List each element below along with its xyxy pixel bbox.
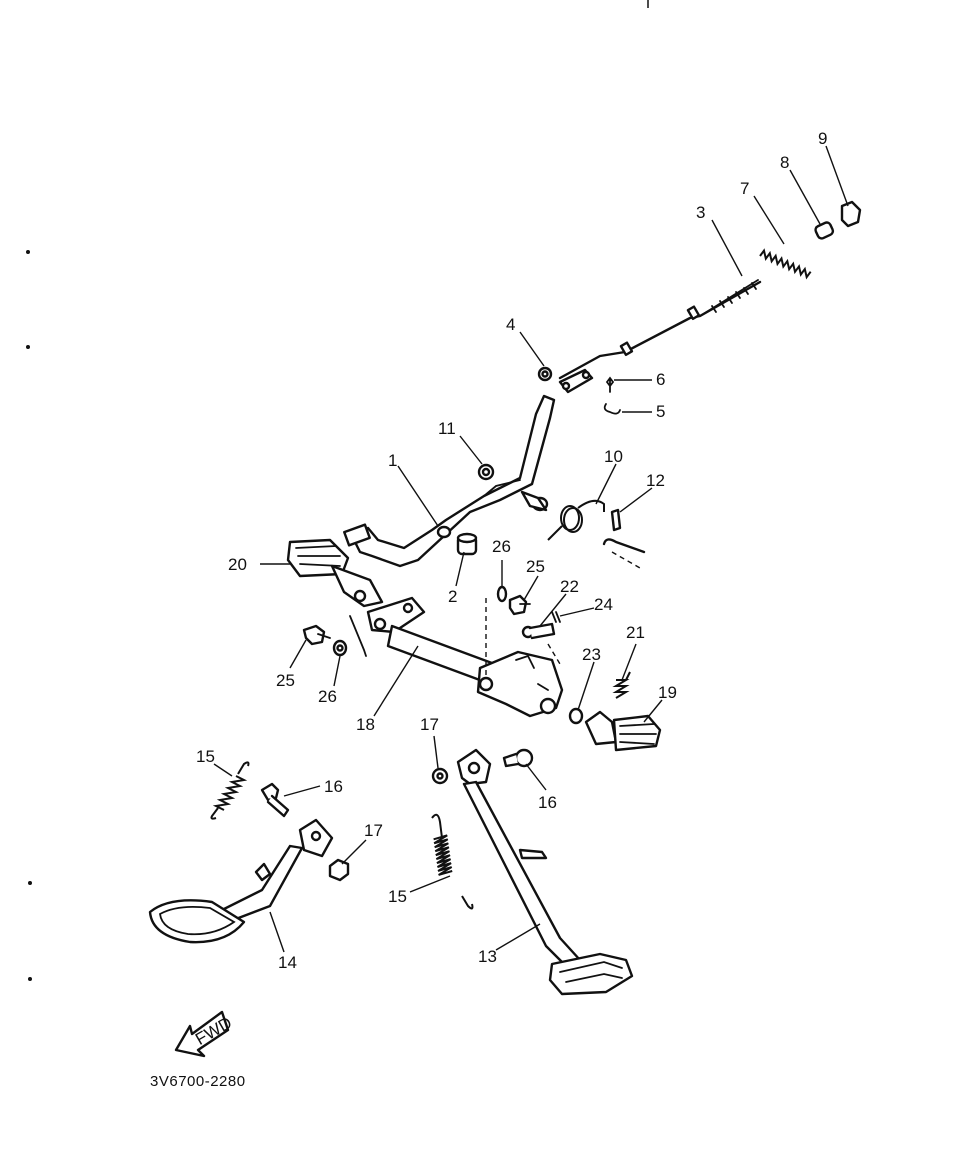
- scan-marks: [26, 0, 649, 981]
- rod-spring: [759, 248, 812, 280]
- clip-5: [603, 403, 621, 415]
- callout-9: 9: [818, 129, 827, 148]
- bolt-25-lower: [302, 624, 331, 646]
- callout-15-left: 15: [196, 747, 215, 766]
- callout-13: 13: [478, 947, 497, 966]
- callout-16-left: 16: [324, 777, 343, 796]
- washer-23: [568, 707, 584, 725]
- washer-26-lower: [332, 639, 348, 657]
- rod-collar: [814, 221, 835, 240]
- nut-17-upper: [431, 767, 449, 785]
- callout-2: 2: [448, 587, 457, 606]
- bushing-2: [456, 532, 478, 556]
- callout-3: 3: [696, 203, 705, 222]
- spring-15-right: [431, 813, 474, 910]
- callout-26-upper: 26: [492, 537, 511, 556]
- callout-12: 12: [646, 471, 665, 490]
- cotter-pin-6: [605, 376, 615, 393]
- callout-16-right: 16: [538, 793, 557, 812]
- callout-15-right: 15: [388, 887, 407, 906]
- brake-pedal: [343, 394, 556, 568]
- callout-numbers: 9 8 7 3 4 6 5 11 1 10 12 20 2 26 25 22 2…: [196, 129, 827, 972]
- callout-18: 18: [356, 715, 375, 734]
- nut-4: [537, 366, 553, 382]
- pin-22: [521, 622, 556, 640]
- callout-4: 4: [506, 315, 515, 334]
- callout-26-lower: 26: [318, 687, 337, 706]
- right-footrest: [584, 710, 662, 752]
- callout-17-upper: 17: [420, 715, 439, 734]
- washer-26-upper: [496, 585, 508, 603]
- callout-21: 21: [626, 623, 645, 642]
- bolt-16-left: [260, 782, 290, 818]
- callout-10: 10: [604, 447, 623, 466]
- callout-14: 14: [278, 953, 297, 972]
- callout-19: 19: [658, 683, 677, 702]
- callout-25-lower: 25: [276, 671, 295, 690]
- callout-23: 23: [582, 645, 601, 664]
- spring-21: [612, 671, 631, 699]
- callout-1: 1: [388, 451, 397, 470]
- stand-bracket: [349, 596, 564, 718]
- callout-24: 24: [594, 595, 613, 614]
- main-stand: [148, 818, 334, 944]
- callout-6: 6: [656, 370, 665, 389]
- left-footrest: [286, 538, 384, 608]
- drawing-code: 3V6700-2280: [150, 1073, 246, 1090]
- callout-5: 5: [656, 402, 665, 421]
- pin-12: [602, 508, 646, 569]
- brake-rod: [558, 279, 762, 380]
- callout-20: 20: [228, 555, 247, 574]
- nut-11: [477, 463, 495, 481]
- side-stand: [456, 748, 634, 996]
- callout-17-lower: 17: [364, 821, 383, 840]
- callout-25-upper: 25: [526, 557, 545, 576]
- cotter-24: [551, 611, 561, 623]
- spring-15-left: [210, 761, 250, 820]
- bolt-25-upper: [508, 594, 531, 616]
- bolt-16-right: [502, 748, 534, 768]
- return-spring: [547, 499, 605, 541]
- fwd-arrow-icon: FWD: [174, 1010, 235, 1058]
- callout-11: 11: [438, 419, 456, 438]
- adjusting-nut: [840, 200, 862, 228]
- callout-8: 8: [780, 153, 789, 172]
- assembly-line-b: [547, 643, 561, 665]
- rod-joint: [558, 368, 594, 394]
- callout-7: 7: [740, 179, 749, 198]
- callout-22: 22: [560, 577, 579, 596]
- leader-lines: [213, 145, 849, 953]
- nut-17-lower: [328, 858, 350, 882]
